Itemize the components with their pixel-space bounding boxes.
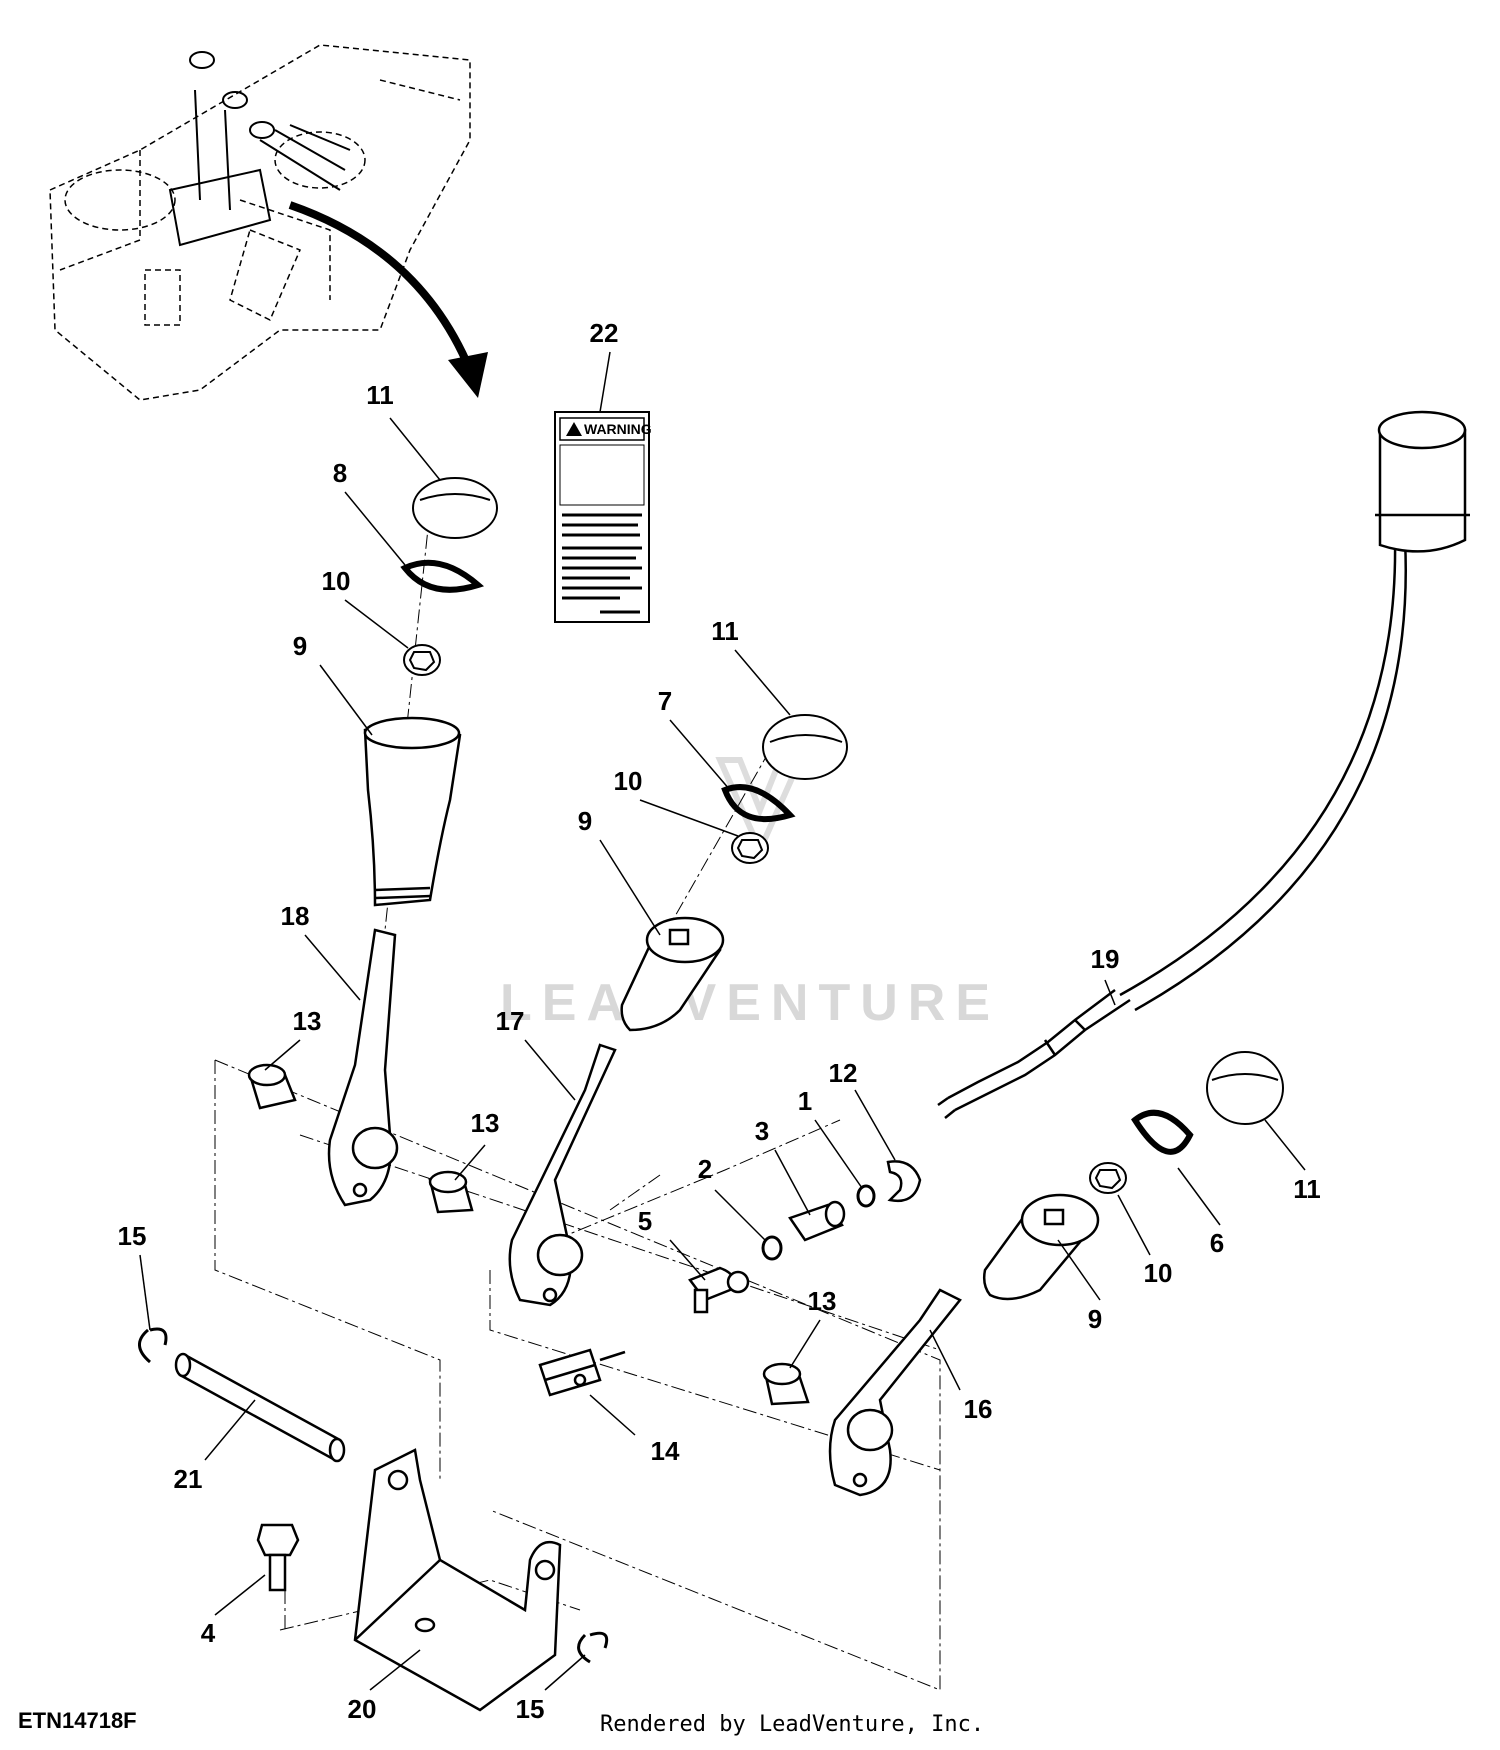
- callout-5: 5: [638, 1206, 652, 1236]
- callout-13: 13: [471, 1108, 500, 1138]
- ring-6: [1131, 1109, 1194, 1155]
- callout-15: 15: [516, 1694, 545, 1724]
- callout-21: 21: [174, 1464, 203, 1494]
- callout-20: 20: [348, 1694, 377, 1724]
- ring-8: [400, 559, 485, 593]
- knob-cap-11a: [412, 477, 498, 539]
- callout-1: 1: [798, 1086, 812, 1116]
- callout-17: 17: [496, 1006, 525, 1036]
- callout-6: 6: [1210, 1228, 1224, 1258]
- clip-15a: [138, 1327, 168, 1364]
- spacer-3: [788, 1200, 846, 1242]
- console-outline: [49, 44, 471, 401]
- leader-lines: [139, 351, 1306, 1691]
- figure-id: ETN14718F: [18, 1708, 137, 1733]
- clevis-14: [538, 1348, 626, 1397]
- console-levers: [168, 51, 351, 247]
- callout-14: 14: [651, 1436, 680, 1466]
- knob-cap-11c: [1206, 1051, 1284, 1125]
- callout-8: 8: [333, 458, 347, 488]
- clip-12: [886, 1160, 922, 1203]
- lever-17: [508, 1043, 617, 1307]
- knob-9a: [363, 716, 462, 907]
- location-arrowhead: [448, 352, 488, 398]
- bolt-4: [256, 1523, 300, 1592]
- bracket-20: [353, 1448, 562, 1712]
- knob-cap-11b: [762, 714, 848, 780]
- callout-4: 4: [201, 1618, 216, 1648]
- lever-16: [828, 1288, 962, 1497]
- nut-10b: [731, 832, 769, 864]
- decal-title: WARNING: [584, 421, 652, 437]
- warning-decal: WARNING: [554, 411, 652, 623]
- watermark-text: LEADVENTURE: [500, 974, 1000, 1032]
- knob-9b: [620, 916, 725, 1032]
- render-credit: Rendered by LeadVenture, Inc.: [600, 1712, 985, 1737]
- location-arrow: [288, 201, 474, 372]
- callout-11: 11: [366, 380, 394, 410]
- washer-1: [856, 1184, 876, 1208]
- callout-10: 10: [1144, 1258, 1173, 1288]
- ring-7: [721, 784, 796, 823]
- assembly-centerlines: [214, 509, 941, 1691]
- bushing-13b: [428, 1170, 474, 1214]
- callout-16: 16: [964, 1394, 993, 1424]
- watermark: LEADVENTURE: [500, 757, 1000, 1032]
- callout-9: 9: [293, 631, 307, 661]
- callout-12: 12: [829, 1058, 858, 1088]
- callout-15: 15: [118, 1221, 147, 1251]
- callout-10: 10: [322, 566, 351, 596]
- callouts: 22 11 8 10 9 11 7 10 9 18 19 17 13 13 12…: [118, 318, 1321, 1724]
- callout-22: 22: [590, 318, 619, 348]
- knob-9c: [982, 1193, 1100, 1301]
- clevis-5: [688, 1266, 750, 1314]
- callout-13: 13: [293, 1006, 322, 1036]
- callout-13: 13: [808, 1286, 837, 1316]
- bushing-13a: [247, 1063, 297, 1110]
- callout-7: 7: [658, 686, 672, 716]
- callout-2: 2: [698, 1154, 712, 1184]
- callout-3: 3: [755, 1116, 769, 1146]
- callout-18: 18: [281, 901, 310, 931]
- nut-10a: [403, 644, 441, 676]
- cable-fitting-19: [1375, 410, 1470, 553]
- callout-11: 11: [1293, 1174, 1321, 1204]
- callout-9: 9: [578, 806, 592, 836]
- cable-19: [937, 539, 1407, 1119]
- clip-15b: [577, 1631, 609, 1664]
- callout-19: 19: [1091, 944, 1120, 974]
- shaft-21: [174, 1352, 346, 1463]
- bushing-13c: [762, 1362, 810, 1406]
- callout-11: 11: [711, 616, 739, 646]
- lever-18: [327, 928, 399, 1207]
- callout-10: 10: [614, 766, 643, 796]
- washer-2: [761, 1235, 783, 1261]
- nut-10c: [1089, 1162, 1127, 1194]
- callout-9: 9: [1088, 1304, 1102, 1334]
